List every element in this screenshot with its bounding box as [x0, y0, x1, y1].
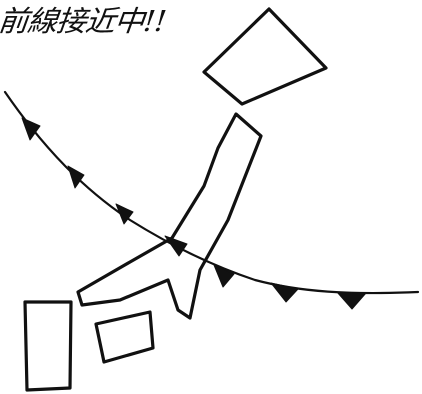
front-triangle-2 [67, 165, 85, 189]
front-triangle-1 [21, 117, 41, 141]
front-triangle-7 [336, 291, 367, 310]
front-triangle-5 [213, 264, 235, 288]
kyushu-shape [23, 300, 73, 392]
front-triangle-6 [270, 282, 299, 303]
shikoku-shape [94, 310, 155, 364]
front-triangle-4 [164, 235, 188, 257]
hokkaido-shape [202, 7, 328, 106]
honshu-shape [76, 112, 263, 320]
front-line [3, 90, 420, 295]
front-triangle-3 [115, 203, 134, 225]
